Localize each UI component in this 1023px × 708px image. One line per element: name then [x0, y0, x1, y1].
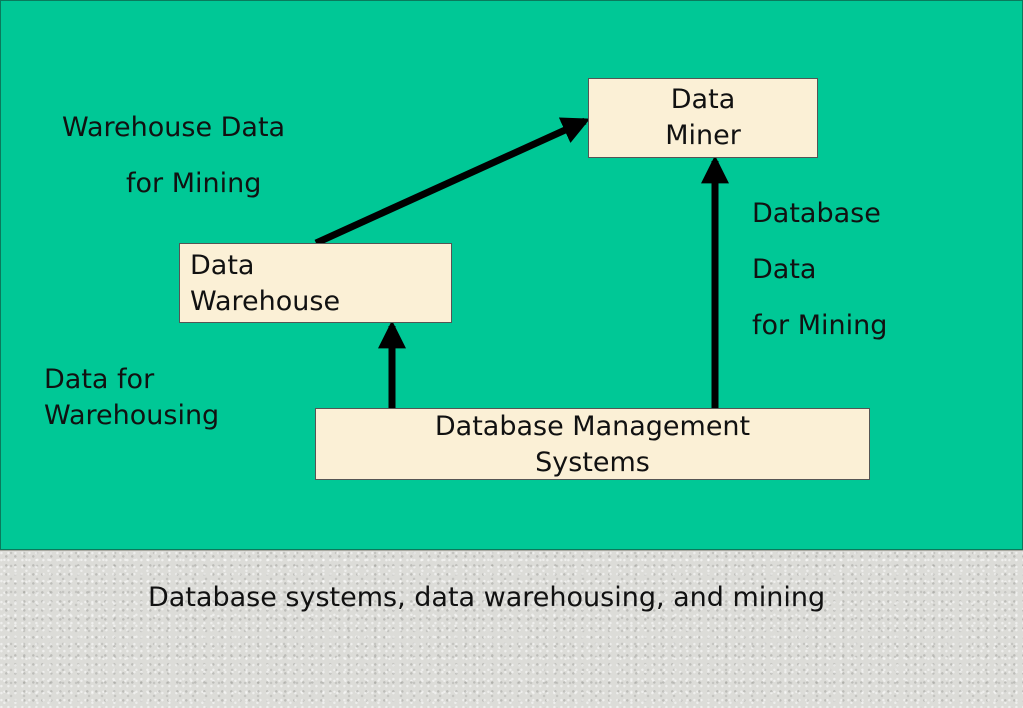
- warehouse-to-miner-label-line1: Warehouse Data: [62, 112, 286, 143]
- data-warehouse-label-line1: Data: [190, 250, 255, 281]
- dbms-to-miner-label-line3: for Mining: [752, 310, 888, 341]
- dbms-to-miner-label-line1: Database: [752, 198, 881, 229]
- data-miner-label-line1: Data: [670, 84, 736, 115]
- dbms-label-line1: Database Management: [434, 411, 751, 442]
- data-miner-label-line2: Miner: [665, 120, 741, 151]
- data-warehouse-label-line2: Warehouse: [190, 286, 341, 317]
- dbms-node: Database Management Systems: [315, 408, 870, 480]
- dbms-label-line2: Systems: [535, 447, 650, 478]
- data-warehouse-node: Data Warehouse: [179, 243, 452, 323]
- slide-caption: Database systems, data warehousing, and …: [148, 582, 826, 613]
- data-miner-node: Data Miner: [588, 78, 818, 158]
- dbms-to-miner-label-line2: Data: [752, 254, 817, 285]
- dbms-to-warehouse-label-line2: Warehousing: [44, 400, 220, 431]
- warehouse-to-miner-label-line2: for Mining: [126, 168, 262, 199]
- dbms-to-warehouse-label-line1: Data for: [44, 364, 155, 395]
- footer-band: [0, 550, 1023, 708]
